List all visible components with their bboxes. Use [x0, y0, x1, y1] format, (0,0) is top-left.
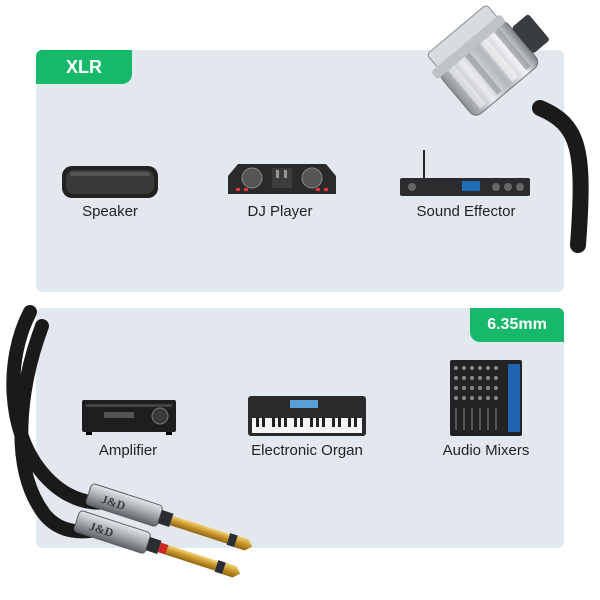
device-label-sound-effector: Sound Effector: [416, 203, 516, 220]
device-label-audio-mixers: Audio Mixers: [442, 442, 530, 459]
device-label-electronic-organ: Electronic Organ: [251, 442, 363, 459]
mixer-icon: [450, 360, 522, 436]
jack-size-badge: 6.35mm: [470, 308, 564, 342]
jack-plug-1: J&D: [85, 483, 253, 551]
amplifier-icon: [82, 400, 176, 435]
xlr-cable: [532, 100, 589, 253]
device-label-dj-player: DJ Player: [247, 203, 313, 220]
jack-plug-2: J&D: [73, 510, 241, 578]
device-label-speaker: Speaker: [82, 203, 138, 220]
jack-cable-1: [6, 305, 115, 510]
xlr-badge: XLR: [36, 50, 132, 84]
dj-controller-icon: [228, 164, 336, 194]
device-label-amplifier: Amplifier: [98, 442, 158, 459]
speaker-icon: [62, 166, 158, 198]
xlr-connector: [427, 5, 549, 116]
keyboard-icon: [248, 396, 366, 436]
sound-effector-icon: [400, 150, 530, 196]
